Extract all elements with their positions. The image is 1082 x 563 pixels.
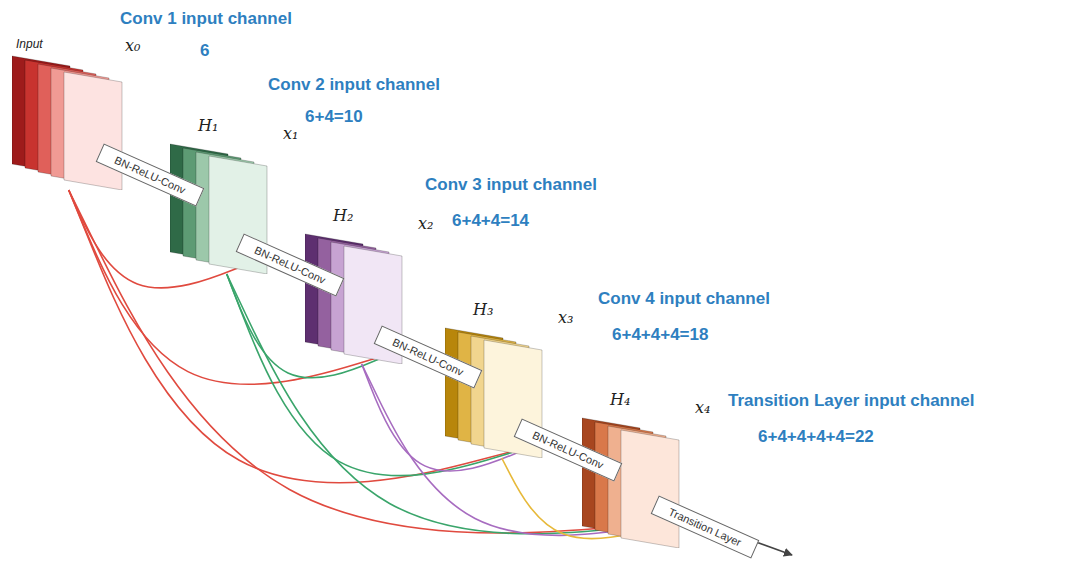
layer-function-label: H₁ [198, 116, 218, 135]
dense-connection [69, 190, 671, 533]
feature-map [64, 72, 122, 190]
channel-caption: Conv 4 input channel [598, 290, 770, 309]
layer-box: BN-ReLU-ConvH₁ [95, 165, 205, 185]
feature-map-label: x₄ [695, 398, 710, 417]
input-label: Input [16, 37, 43, 51]
layer-box: BN-ReLU-ConvH₃ [373, 347, 483, 367]
feature-map-label: x₂ [418, 214, 433, 233]
feature-map [621, 430, 679, 548]
channel-count: 6+4=10 [305, 108, 363, 127]
channel-caption: Conv 1 input channel [120, 10, 292, 29]
channel-count: 6+4+4=14 [452, 212, 529, 231]
layer-box: BN-ReLU-ConvH₂ [235, 255, 345, 275]
channel-caption: Transition Layer input channel [728, 392, 975, 411]
layer-function-label: H₄ [610, 390, 630, 409]
channel-count: 6+4+4+4+4=22 [758, 428, 874, 447]
dense-connection [69, 190, 534, 483]
layer-plate: Transition Layer [651, 495, 760, 558]
channel-count: 6+4+4+4=18 [612, 326, 708, 345]
layer-function-label: H₃ [473, 300, 493, 319]
layer-function-label: H₂ [333, 206, 353, 225]
feature-map-label: x₁ [283, 124, 298, 143]
layer-box: BN-ReLU-ConvH₄ [513, 440, 623, 460]
layer-box: Transition Layer [650, 517, 760, 537]
channel-count: 6 [200, 42, 209, 61]
channel-caption: Conv 2 input channel [268, 76, 440, 95]
channel-caption: Conv 3 input channel [425, 176, 597, 195]
feature-map-label: x₃ [558, 308, 573, 327]
feature-map-label: x₀ [125, 36, 140, 55]
